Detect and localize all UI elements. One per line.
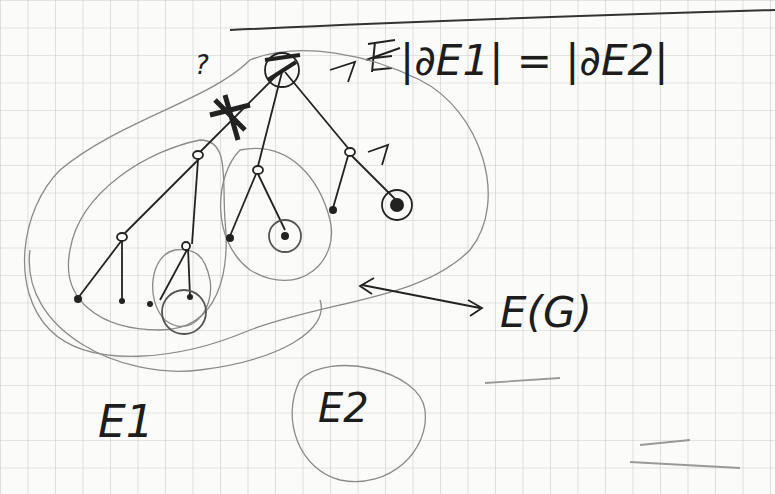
equation-label: |∂E1| = |∂E2| [400, 40, 668, 82]
region-label: E2 [318, 388, 369, 428]
region-label: E1 [98, 400, 154, 444]
set-label: E(G) [500, 292, 592, 334]
question-mark: ? [195, 52, 209, 78]
